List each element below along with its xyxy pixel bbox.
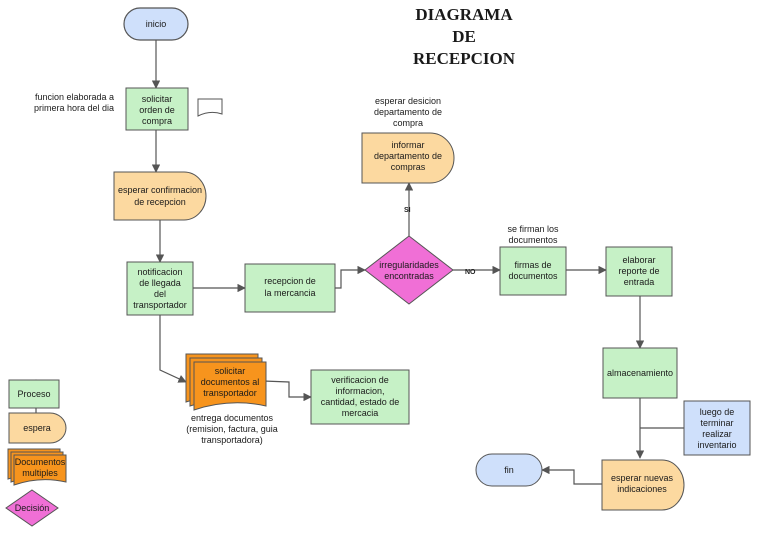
node-solicitar-orden: solicitar orden de compra [125,87,189,131]
node-irregularidades-line-2: encontradas [384,271,434,281]
node-verificacion-line-1: verificacion de [331,375,389,385]
legend-multiples-shape [13,454,67,486]
node-luego-line-4: inventario [697,440,736,450]
node-verificacion-line-4: mercacia [342,408,379,418]
node-firmas-line-1: firmas de [514,260,551,270]
node-elaborar: elaborar reporte de entrada [605,246,673,297]
node-notificacion-line-1: notificacion [137,267,182,277]
edges [31,40,684,485]
node-esperar-confirmacion-shape [113,171,207,221]
node-almacenamiento-label: almacenamiento [607,368,673,378]
node-esperar-nuevas: esperar nuevas indicaciones [601,459,685,511]
annotation-funcion-line-1: funcion elaborada a [35,92,114,102]
annotation-entrega-line-2: (remision, factura, guia [186,424,278,434]
edge-recepcion-irregularidades [335,265,366,289]
edge-label-si: SI [404,207,411,214]
node-recepcion: recepcion de la mercancia [244,263,336,313]
annotation-esperar-desicion-line-1: esperar desicion [375,96,441,106]
node-solicitar-documentos-line-2: documentos al [201,377,260,387]
node-notificacion-line-2: de llegada [139,278,181,288]
legend-decision-shape [5,489,59,527]
node-solicitar-documentos-shape [193,361,267,411]
node-inicio: inicio [123,7,189,41]
node-verificacion: verificacion de informacion, cantidad, e… [310,369,410,425]
node-solicitar-orden-line-2: orden de [139,105,175,115]
node-luego-line-1: luego de [700,407,735,417]
document-icon [197,98,223,117]
node-esperar-confirmacion-line-1: esperar confirmacion [118,185,202,195]
node-esperar-nuevas-line-1: esperar nuevas [611,473,674,483]
diagram-title-line-1: DIAGRAMA [415,5,513,24]
diagram-title-line-2: DE [452,27,476,46]
node-inicio-shape [123,7,189,41]
node-informar-line-1: informar [391,140,424,150]
node-elaborar-line-1: elaborar [622,255,655,265]
edge-label-no: NO [465,269,476,276]
edge-esperar-nuevas-fin [541,465,602,485]
edge-solicitar-docs-verificacion [262,380,312,402]
node-elaborar-line-2: reporte de [618,266,659,276]
node-esperar-confirmacion: esperar confirmacion de recepcion [113,171,207,221]
edge-notificacion-solicitar-docs [159,315,187,383]
node-informar: informar departamento de compras [361,132,455,184]
node-firmas-line-2: documentos [508,271,558,281]
node-luego-shape [683,400,751,456]
node-almacenamiento-shape [602,347,678,399]
node-solicitar-documentos-line-3: transportador [203,388,257,398]
node-recepcion-shape [244,263,336,313]
node-solicitar-documentos-line-1: solicitar [215,366,246,376]
annotation-esperar-desicion-line-3: compra [393,118,423,128]
node-solicitar-orden-line-3: compra [142,116,172,126]
node-solicitar-orden-line-1: solicitar [142,94,173,104]
legend-proceso-label: Proceso [17,389,50,399]
node-irregularidades: irregularidades encontradas [364,235,454,305]
node-fin-shape [475,453,543,487]
node-notificacion-line-4: transportador [133,300,187,310]
node-notificacion: notificacion de llegada del transportado… [126,261,194,316]
node-verificacion-shape [310,369,410,425]
node-recepcion-line-1: recepcion de [264,276,316,286]
node-irregularidades-shape [364,235,454,305]
diagram-title-line-3: RECEPCION [413,49,516,68]
node-irregularidades-line-1: irregularidades [379,260,439,270]
node-fin: fin [475,453,543,487]
legend-espera-shape [8,412,67,444]
legend: Proceso espera Documentos multiples Deci… [5,379,67,527]
legend-multiples-line-2: multiples [22,468,58,478]
node-verificacion-line-2: informacion, [335,386,384,396]
node-esperar-nuevas-line-2: indicaciones [617,484,667,494]
annotation-entrega-line-1: entrega documentos [191,413,274,423]
annotation-esperar-desicion-line-2: departamento de [374,107,442,117]
annotation-entrega-line-3: transportadora) [201,435,263,445]
node-inicio-label: inicio [146,19,167,29]
node-recepcion-line-2: la mercancia [264,288,315,298]
node-firmas: firmas de documentos [499,246,567,296]
node-informar-shape [361,132,455,184]
annotation-se-firman-line-2: documentos [508,235,558,245]
node-almacenamiento: almacenamiento [602,347,678,399]
node-luego: luego de terminar realizar inventario [683,400,751,456]
node-luego-line-3: realizar [702,429,732,439]
legend-proceso-shape [8,379,60,409]
annotation-se-firman-line-1: se firman los [507,224,559,234]
node-esperar-nuevas-shape [601,459,685,511]
node-fin-label: fin [504,465,514,475]
node-elaborar-line-3: entrada [624,277,655,287]
node-solicitar-orden-shape [125,87,189,131]
node-luego-line-2: terminar [700,418,733,428]
node-notificacion-shape [126,261,194,316]
annotation-funcion-line-2: primera hora del dia [34,103,114,113]
node-informar-line-3: compras [391,162,426,172]
legend-espera-label: espera [23,423,51,433]
legend-decision-label: Decisión [15,503,50,513]
node-elaborar-shape [605,246,673,297]
node-verificacion-line-3: cantidad, estado de [321,397,400,407]
node-notificacion-line-3: del [154,289,166,299]
legend-multiples-line-1: Documentos [15,457,66,467]
node-solicitar-documentos: solicitar documentos al transportador [185,353,267,411]
node-esperar-confirmacion-line-2: de recepcion [134,197,186,207]
node-informar-line-2: departamento de [374,151,442,161]
node-firmas-shape [499,246,567,296]
